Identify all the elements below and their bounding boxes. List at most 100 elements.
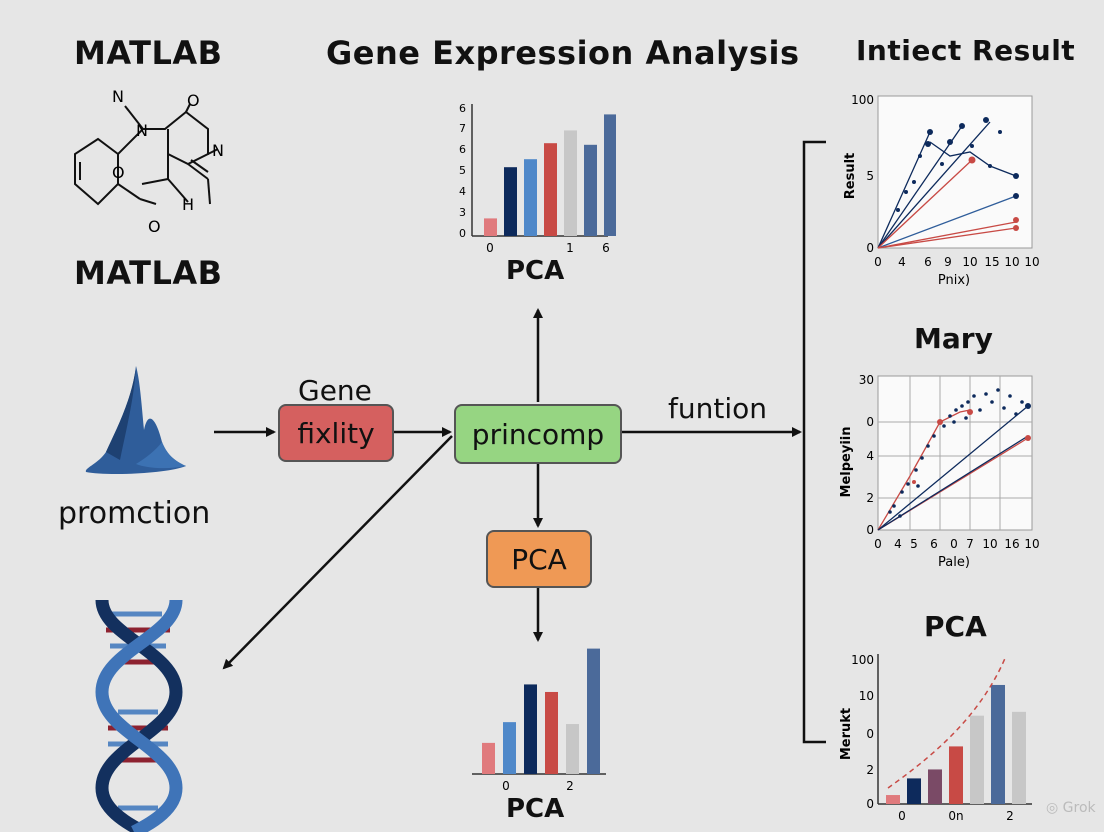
top-chart-bar [564, 130, 577, 236]
top-chart-x-tick: 6 [602, 241, 610, 255]
top-chart-caption: PCA [506, 256, 565, 286]
chart3-bar [1012, 711, 1026, 804]
chart3-bar [991, 684, 1005, 804]
chart1-x-label: Pnix) [938, 273, 970, 288]
right-chart2: 30 0 4 2 0 Melpeyiin 0 4 5 6 0 7 10 16 1… [839, 373, 1040, 570]
top-chart-x-tick: 1 [566, 241, 574, 255]
top-chart-bar [584, 144, 597, 236]
chart2-y-label: Melpeyiin [839, 427, 854, 498]
molecule-structure: N N O N O H O [74, 87, 224, 236]
right-chart3-title: PCA [924, 610, 987, 643]
top-chart-bar [524, 159, 537, 236]
chart3-x-tick: 0n [948, 809, 963, 823]
princomp-box: princomp [454, 404, 622, 464]
bottom-chart-bar [503, 722, 516, 774]
top-chart-bar [604, 114, 616, 236]
top-chart-y-tick: 5 [459, 164, 466, 177]
chart1-x-tick: 10 [1004, 255, 1019, 269]
chart2-x-tick: 6 [930, 537, 938, 551]
chart3-y-tick: 0 [866, 727, 874, 741]
top-chart-bar [544, 143, 557, 236]
chart2-x-label: Pale) [938, 555, 970, 570]
chart2-x-tick: 7 [966, 537, 974, 551]
top-chart-y-tick: 6 [459, 102, 466, 115]
chart1-y-tick: 100 [851, 93, 874, 107]
bottom-bar-chart: 0 2 [472, 648, 606, 793]
bottom-chart-bar [587, 648, 600, 774]
top-chart-y-tick: 7 [459, 122, 466, 135]
chart1-x-tick: 6 [924, 255, 932, 269]
chart3-bar [907, 778, 921, 804]
gene-label: Gene [298, 374, 372, 407]
dna-helix-icon [95, 599, 183, 832]
matlab-title-bottom: MATLAB [74, 254, 223, 292]
chart3-y-label: Merukt [839, 708, 854, 760]
top-chart-y-tick: 3 [459, 206, 466, 219]
top-chart-x-tick: 0 [486, 241, 494, 255]
chart1-x-tick: 0 [874, 255, 882, 269]
chart1-x-tick: 10 [962, 255, 977, 269]
chart2-y-tick: 0 [866, 523, 874, 537]
fixlity-box: fixlity [278, 404, 394, 462]
bottom-chart-caption: PCA [506, 794, 565, 824]
function-label: funtion [668, 392, 767, 425]
molecule-atom: N [212, 141, 224, 160]
top-chart-bar [484, 218, 497, 236]
chart3-x-tick: 0 [898, 809, 906, 823]
chart2-x-tick: 10 [1024, 537, 1039, 551]
watermark-text: Grok [1062, 800, 1096, 816]
chart1-y-label: Result [843, 153, 858, 200]
chart2-y-tick: 30 [859, 373, 874, 387]
top-chart-y-tick: 4 [459, 185, 466, 198]
main-title: Gene Expression Analysis [326, 34, 800, 72]
bottom-chart-bar [524, 684, 537, 774]
chart2-x-tick: 0 [874, 537, 882, 551]
chart3-bar [886, 795, 900, 804]
bottom-chart-bar [566, 724, 579, 774]
molecule-atom: H [182, 195, 194, 214]
watermark: ◎ Grok [1046, 800, 1096, 816]
chart1-y-tick: 5 [866, 169, 874, 183]
molecule-atom: N [112, 87, 124, 106]
molecule-atom: O [187, 91, 200, 110]
chart2-x-tick: 16 [1004, 537, 1019, 551]
protein-label: promction [58, 496, 211, 531]
chart3-y-tick: 10 [859, 689, 874, 703]
right-chart2-title: Mary [914, 322, 993, 355]
chart1-x-tick: 9 [944, 255, 952, 269]
top-chart-y-tick: 0 [459, 227, 466, 240]
bottom-chart-x-tick: 2 [566, 779, 574, 793]
chart3-bar [928, 769, 942, 804]
right-chart1: 100 5 0 Result 0 4 6 9 10 15 10 10 Pnix) [843, 93, 1040, 288]
chart2-x-tick: 0 [950, 537, 958, 551]
molecule-atom: N [136, 121, 148, 140]
right-chart3: 100 10 0 2 0 Merukt 0 0n 2 [839, 653, 1032, 823]
chart3-bar [949, 746, 963, 804]
chart1-x-tick: 4 [898, 255, 906, 269]
chart3-y-tick: 2 [866, 763, 874, 777]
chart1-x-tick: 10 [1024, 255, 1039, 269]
bottom-chart-x-tick: 0 [502, 779, 510, 793]
chart3-bar [970, 715, 984, 804]
chart2-x-tick: 4 [894, 537, 902, 551]
chart2-y-tick: 0 [866, 415, 874, 429]
chart1-x-tick: 15 [984, 255, 999, 269]
chart2-y-tick: 4 [866, 449, 874, 463]
molecule-atom: O [148, 217, 161, 236]
protein-shape-icon [85, 366, 186, 474]
molecule-atom: O [112, 163, 125, 182]
chart3-y-tick: 0 [866, 797, 874, 811]
watermark-icon: ◎ [1046, 800, 1059, 816]
chart3-y-tick: 100 [851, 653, 874, 667]
chart2-x-tick: 5 [910, 537, 918, 551]
bottom-chart-bar [545, 691, 558, 774]
top-chart-bar [504, 167, 517, 236]
right-chart1-title: Intiect Result [856, 34, 1076, 67]
pca-box: PCA [486, 530, 592, 588]
chart3-x-tick: 2 [1006, 809, 1014, 823]
chart2-x-tick: 10 [982, 537, 997, 551]
chart2-y-tick: 2 [866, 491, 874, 505]
bottom-chart-bar [482, 742, 495, 774]
top-bar-chart: 6 7 6 5 4 3 1 0 0 1 6 [459, 102, 616, 255]
